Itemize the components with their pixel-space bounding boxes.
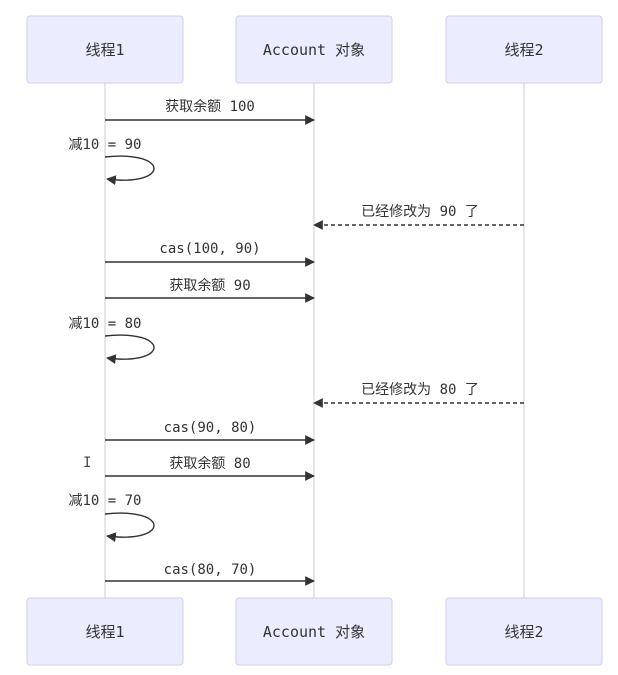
participant-thread2-bottom: 线程2 <box>445 597 603 666</box>
message-cas-100-90: cas(100, 90) <box>105 241 315 267</box>
message-modified-to-80: 已经修改为 80 了 <box>313 382 524 408</box>
message-label: cas(80, 70) <box>164 562 257 578</box>
message-subtract-to-80: 减10 = 80 <box>68 316 155 364</box>
self-message-arrow <box>104 155 155 185</box>
participant-label: Account 对象 <box>263 623 365 641</box>
participant-thread2-top: 线程2 <box>445 15 603 84</box>
participant-label: 线程2 <box>504 623 543 641</box>
message-label: 获取余额 80 <box>169 455 250 472</box>
message-get-balance-90: 获取余额 90 <box>105 277 315 303</box>
message-label: cas(90, 80) <box>164 420 257 436</box>
participant-account-top: Account 对象 <box>235 15 393 84</box>
message-cas-80-70: cas(80, 70) <box>105 562 315 586</box>
participant-thread1-bottom: 线程1 <box>26 597 184 666</box>
message-label: 减10 = 70 <box>68 493 141 509</box>
message-cas-90-80: cas(90, 80) <box>105 420 315 445</box>
participant-label: 线程1 <box>85 41 124 59</box>
message-label: 已经修改为 80 了 <box>361 382 479 398</box>
message-label: 减10 = 80 <box>68 316 141 332</box>
participant-label: 线程2 <box>504 41 543 59</box>
participant-account-bottom: Account 对象 <box>235 597 393 666</box>
message-subtract-to-90: 减10 = 90 <box>68 137 155 185</box>
message-label: 获取余额 90 <box>169 277 250 294</box>
message-get-balance-100: 获取余额 100 <box>105 98 315 125</box>
message-get-balance-80: 获取余额 80 <box>105 455 315 481</box>
self-message-arrow <box>104 512 155 542</box>
participant-thread1-top: 线程1 <box>26 15 184 84</box>
text-cursor-icon: I <box>83 455 91 471</box>
participant-label: 线程1 <box>85 623 124 641</box>
message-label: 获取余额 100 <box>165 98 255 115</box>
message-modified-to-90: 已经修改为 90 了 <box>313 204 524 230</box>
self-message-arrow <box>104 334 155 364</box>
message-label: 减10 = 90 <box>68 137 141 153</box>
message-label: cas(100, 90) <box>159 241 260 257</box>
message-label: 已经修改为 90 了 <box>361 204 479 220</box>
message-subtract-to-70: 减10 = 70 <box>68 493 155 542</box>
participant-label: Account 对象 <box>263 41 365 59</box>
